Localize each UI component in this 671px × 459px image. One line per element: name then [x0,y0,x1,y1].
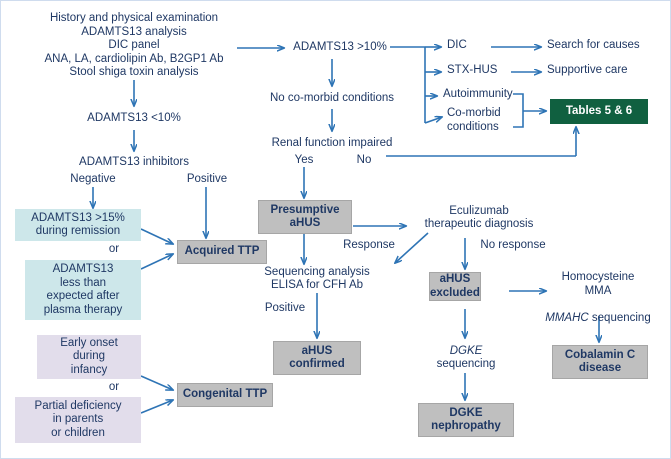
box-early-onset: Early onset during infancy [37,335,141,379]
node-search-causes: Search for causes [547,39,640,51]
mmahc-gene-label: MMAHC [545,311,589,324]
box-cobalamin-c: Cobalamin C disease [552,345,648,379]
label-no-response: No response [480,239,546,252]
box-ahus-confirmed: aHUS confirmed [273,341,361,375]
box-ahus-excluded: aHUS excluded [429,272,481,301]
node-supportive-care: Supportive care [547,64,628,76]
dgke-sequencing-label: sequencing [436,358,496,370]
node-workup: History and physical examination ADAMTS1… [44,12,224,79]
label-response: Response [343,239,395,252]
node-dgke-sequencing: DGKE sequencing [411,342,521,374]
dgke-gene-label: DGKE [449,344,483,357]
node-sequencing-elisa: Sequencing analysis ELISA for CFH Ab [264,265,370,292]
box-presumptive-ahus: Presumptive aHUS [258,200,352,234]
box-congenital-ttp: Congenital TTP [177,383,273,407]
label-yes: Yes [294,153,314,166]
node-renal-impaired: Renal function impaired [271,137,393,150]
mmahc-sequencing-label: sequencing [588,311,651,324]
node-adamts13-low: ADAMTS13 <10% [87,112,181,125]
box-dgke-nephropathy: DGKE nephropathy [418,403,514,437]
box-adamts13-less-expected: ADAMTS13 less than expected after plasma… [25,260,141,320]
node-negative: Negative [70,173,116,186]
node-adamts13-inhibitors: ADAMTS13 inhibitors [79,156,189,169]
box-acquired-ttp: Acquired TTP [177,240,267,264]
node-no-comorbid: No co-morbid conditions [269,92,394,105]
label-or-2: or [108,381,120,394]
label-no: No [356,153,372,166]
node-homocysteine-mma: Homocysteine MMA MMAHC sequencing [525,271,670,324]
label-positive-cfh: Positive [264,302,306,315]
box-tables-5-6[interactable]: Tables 5 & 6 [550,99,648,124]
node-positive-inhibitor: Positive [186,173,228,186]
mmahc-sequencing-line: MMAHC sequencing [545,298,650,325]
box-partial-deficiency: Partial deficiency in parents or childre… [15,397,141,443]
label-or-1: or [108,243,120,256]
node-adamts13-high: ADAMTS13 >10% [293,41,387,54]
node-stx-hus: STX-HUS [447,64,498,76]
node-comorbid-conditions: Co-morbid conditions [447,107,501,133]
node-eculizumab: Eculizumab therapeutic diagnosis [424,204,534,231]
node-autoimmunity: Autoimmunity [443,88,513,100]
node-dic: DIC [447,39,467,51]
box-adamts13-remission: ADAMTS13 >15% during remission [15,209,141,241]
homocysteine-label: Homocysteine MMA [561,271,635,297]
